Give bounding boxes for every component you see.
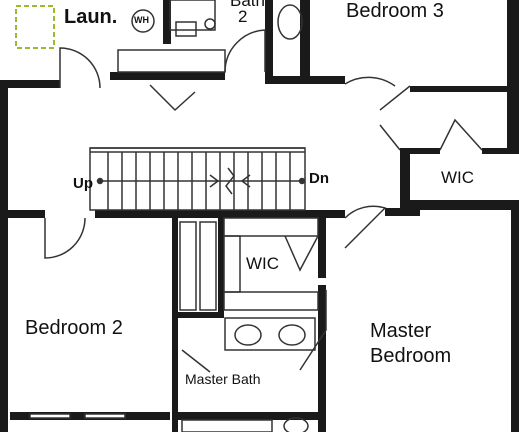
water-heater-label: WH xyxy=(134,15,149,25)
detail-lines xyxy=(15,0,483,432)
bath-2-label-line1: Bath xyxy=(230,0,265,10)
bath-2-label-line2: 2 xyxy=(238,7,248,26)
stairs-down-label: Dn xyxy=(309,170,329,187)
master-bedroom-label-line2: Bedroom xyxy=(370,345,452,367)
master-bath-label: Master Bath xyxy=(185,371,261,387)
bedroom-3-label: Bedroom 3 xyxy=(346,0,444,22)
stairs-up-label: Up xyxy=(73,175,93,192)
laundry-label: Laun. xyxy=(64,6,118,28)
bedroom-2-label: Bedroom 2 xyxy=(25,317,123,339)
master-bedroom-label-line1: Master xyxy=(370,320,432,342)
wic-center-label: WIC xyxy=(246,254,280,273)
wic-right-label: WIC xyxy=(441,168,475,187)
